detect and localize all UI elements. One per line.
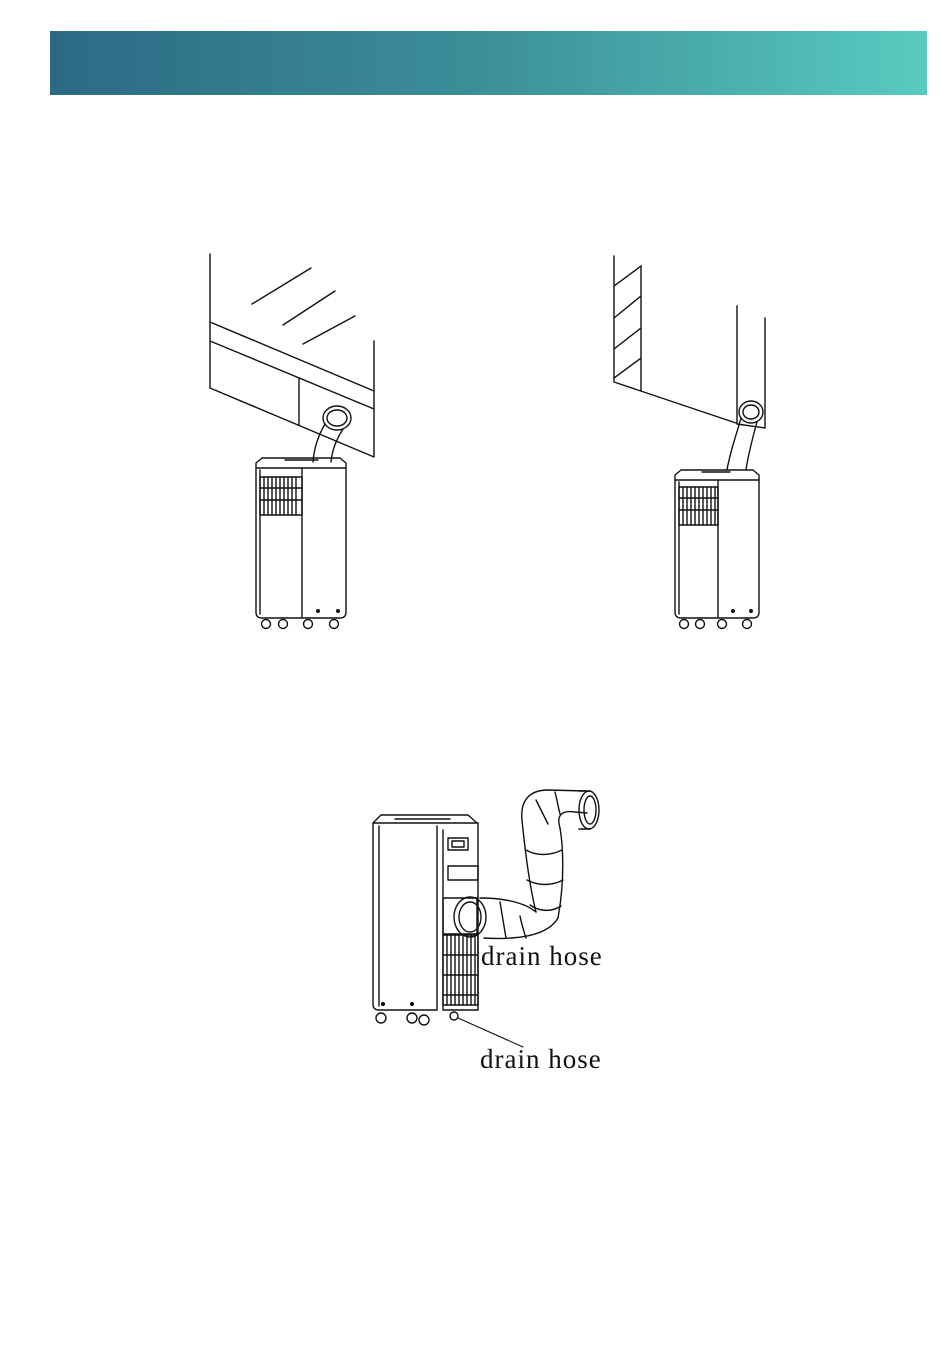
drain-hose-label-upper: drain hose [481, 943, 603, 970]
left-window-illustration [210, 254, 374, 462]
right-wall-illustration [614, 256, 765, 470]
left-ac-unit [256, 458, 346, 629]
right-ac-unit [675, 470, 759, 629]
drain-hose-leader-line [458, 1018, 523, 1047]
exhaust-hose [454, 790, 599, 938]
drain-hose-label-lower: drain hose [480, 1046, 602, 1073]
rear-ac-unit [373, 815, 478, 1025]
